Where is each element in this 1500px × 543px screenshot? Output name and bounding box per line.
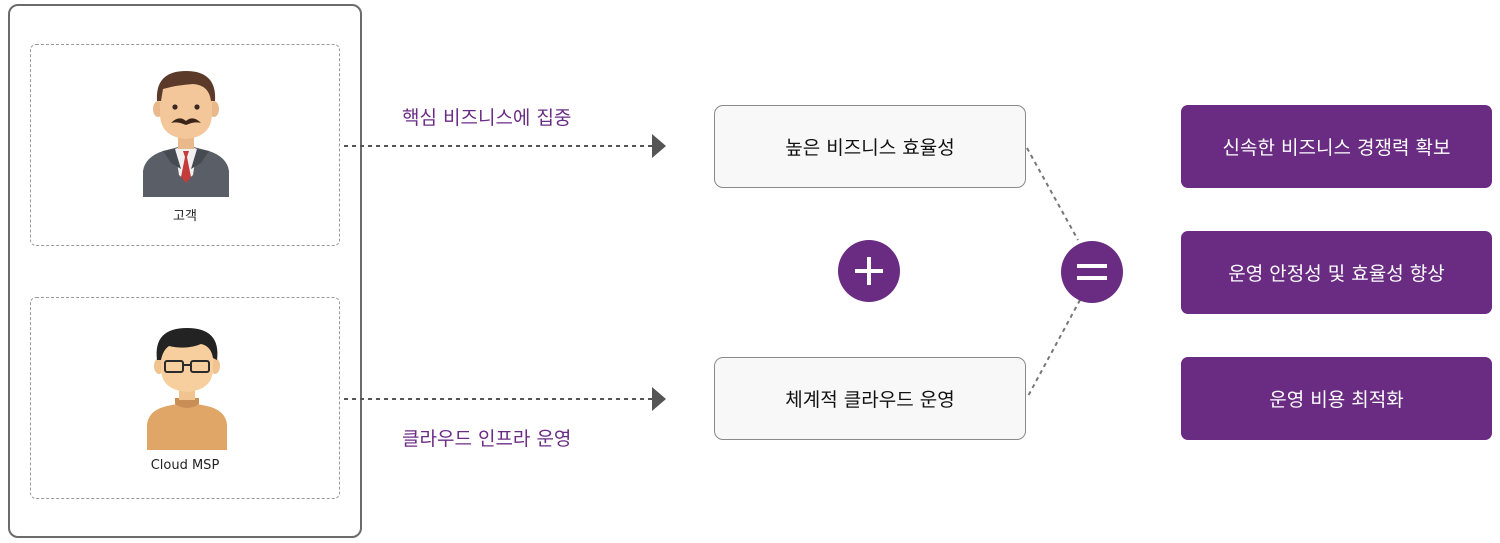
customer-label: 고객 — [173, 209, 197, 224]
engineer-avatar-icon — [147, 328, 227, 450]
concept-bottom-label: 체계적 클라우드 운영 — [785, 389, 955, 411]
result-label: 운영 안정성 및 효율성 향상 — [1228, 263, 1445, 285]
result-label: 운영 비용 최적화 — [1269, 389, 1404, 411]
bottom-merge-line — [1026, 299, 1081, 399]
businessman-avatar-icon — [143, 71, 229, 197]
bottom-arrow-head — [652, 387, 666, 411]
msp-card: Cloud MSP — [30, 297, 340, 499]
result-box-3: 운영 비용 최적화 — [1181, 357, 1492, 440]
result-box-1: 신속한 비즈니스 경쟁력 확보 — [1181, 105, 1492, 188]
concept-box-bottom: 체계적 클라우드 운영 — [714, 357, 1026, 440]
equals-icon — [1061, 241, 1123, 303]
top-arrow-label: 핵심 비즈니스에 집중 — [402, 107, 572, 129]
top-merge-line — [1026, 147, 1079, 241]
bottom-arrow-label: 클라우드 인프라 운영 — [402, 428, 572, 450]
msp-label: Cloud MSP — [150, 458, 220, 473]
result-label: 신속한 비즈니스 경쟁력 확보 — [1222, 137, 1451, 159]
concept-box-top: 높은 비즈니스 효율성 — [714, 105, 1026, 188]
top-arrow-head — [652, 134, 666, 158]
customer-card: 고객 — [30, 44, 340, 246]
result-box-2: 운영 안정성 및 효율성 향상 — [1181, 231, 1492, 314]
concept-top-label: 높은 비즈니스 효율성 — [785, 137, 955, 159]
actors-container — [8, 4, 362, 538]
plus-icon — [838, 240, 900, 302]
